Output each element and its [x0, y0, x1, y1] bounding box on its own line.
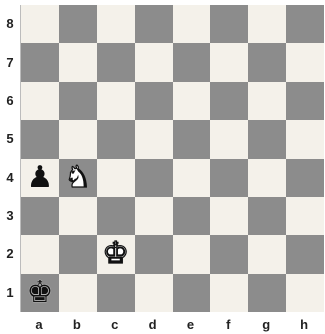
white-king-icon[interactable]: ♚	[102, 239, 129, 269]
square-e5[interactable]	[173, 120, 211, 158]
black-king-icon[interactable]: ♚	[26, 278, 53, 308]
square-d3[interactable]	[135, 197, 173, 235]
chess-board: ♟ ♞ ♚ ♚	[20, 5, 324, 312]
white-knight-icon[interactable]: ♞	[64, 163, 91, 193]
square-f3[interactable]	[210, 197, 248, 235]
square-g7[interactable]	[248, 43, 286, 81]
square-f5[interactable]	[210, 120, 248, 158]
square-f7[interactable]	[210, 43, 248, 81]
file-label-d: d	[134, 317, 171, 332]
square-f6[interactable]	[210, 82, 248, 120]
file-label-e: e	[172, 317, 209, 332]
square-f2[interactable]	[210, 235, 248, 273]
square-e7[interactable]	[173, 43, 211, 81]
rank-label-7: 7	[3, 55, 17, 70]
square-b7[interactable]	[59, 43, 97, 81]
rank-label-5: 5	[3, 131, 17, 146]
square-b4[interactable]: ♞	[59, 159, 97, 197]
square-a1[interactable]: ♚	[21, 274, 59, 312]
square-a8[interactable]	[21, 5, 59, 43]
square-a4[interactable]: ♟	[21, 159, 59, 197]
square-d1[interactable]	[135, 274, 173, 312]
square-c5[interactable]	[97, 120, 135, 158]
square-e8[interactable]	[173, 5, 211, 43]
square-g2[interactable]	[248, 235, 286, 273]
square-a3[interactable]	[21, 197, 59, 235]
square-e1[interactable]	[173, 274, 211, 312]
square-d4[interactable]	[135, 159, 173, 197]
square-h8[interactable]	[286, 5, 324, 43]
black-pawn-icon[interactable]: ♟	[26, 163, 53, 193]
square-a5[interactable]	[21, 120, 59, 158]
square-h1[interactable]	[286, 274, 324, 312]
file-label-h: h	[286, 317, 323, 332]
square-b3[interactable]	[59, 197, 97, 235]
square-c7[interactable]	[97, 43, 135, 81]
square-c2[interactable]: ♚	[97, 235, 135, 273]
rank-label-2: 2	[3, 246, 17, 261]
square-g5[interactable]	[248, 120, 286, 158]
square-h7[interactable]	[286, 43, 324, 81]
square-h6[interactable]	[286, 82, 324, 120]
square-g1[interactable]	[248, 274, 286, 312]
square-f1[interactable]	[210, 274, 248, 312]
square-d2[interactable]	[135, 235, 173, 273]
rank-label-1: 1	[3, 285, 17, 300]
rank-label-4: 4	[3, 170, 17, 185]
square-c6[interactable]	[97, 82, 135, 120]
square-f4[interactable]	[210, 159, 248, 197]
square-g4[interactable]	[248, 159, 286, 197]
square-d6[interactable]	[135, 82, 173, 120]
square-b6[interactable]	[59, 82, 97, 120]
square-d7[interactable]	[135, 43, 173, 81]
square-h3[interactable]	[286, 197, 324, 235]
square-g6[interactable]	[248, 82, 286, 120]
square-d8[interactable]	[135, 5, 173, 43]
rank-label-3: 3	[3, 208, 17, 223]
square-b1[interactable]	[59, 274, 97, 312]
file-label-f: f	[210, 317, 247, 332]
square-b5[interactable]	[59, 120, 97, 158]
file-label-c: c	[96, 317, 133, 332]
square-h2[interactable]	[286, 235, 324, 273]
rank-label-6: 6	[3, 93, 17, 108]
square-g3[interactable]	[248, 197, 286, 235]
square-e2[interactable]	[173, 235, 211, 273]
square-a7[interactable]	[21, 43, 59, 81]
square-d5[interactable]	[135, 120, 173, 158]
file-label-b: b	[58, 317, 95, 332]
rank-label-8: 8	[3, 16, 17, 31]
square-f8[interactable]	[210, 5, 248, 43]
square-c4[interactable]	[97, 159, 135, 197]
square-b2[interactable]	[59, 235, 97, 273]
square-h5[interactable]	[286, 120, 324, 158]
square-b8[interactable]	[59, 5, 97, 43]
square-a2[interactable]	[21, 235, 59, 273]
file-label-g: g	[248, 317, 285, 332]
square-e3[interactable]	[173, 197, 211, 235]
square-h4[interactable]	[286, 159, 324, 197]
square-c3[interactable]	[97, 197, 135, 235]
square-e4[interactable]	[173, 159, 211, 197]
file-label-a: a	[20, 317, 57, 332]
square-c8[interactable]	[97, 5, 135, 43]
square-c1[interactable]	[97, 274, 135, 312]
square-g8[interactable]	[248, 5, 286, 43]
square-e6[interactable]	[173, 82, 211, 120]
square-a6[interactable]	[21, 82, 59, 120]
